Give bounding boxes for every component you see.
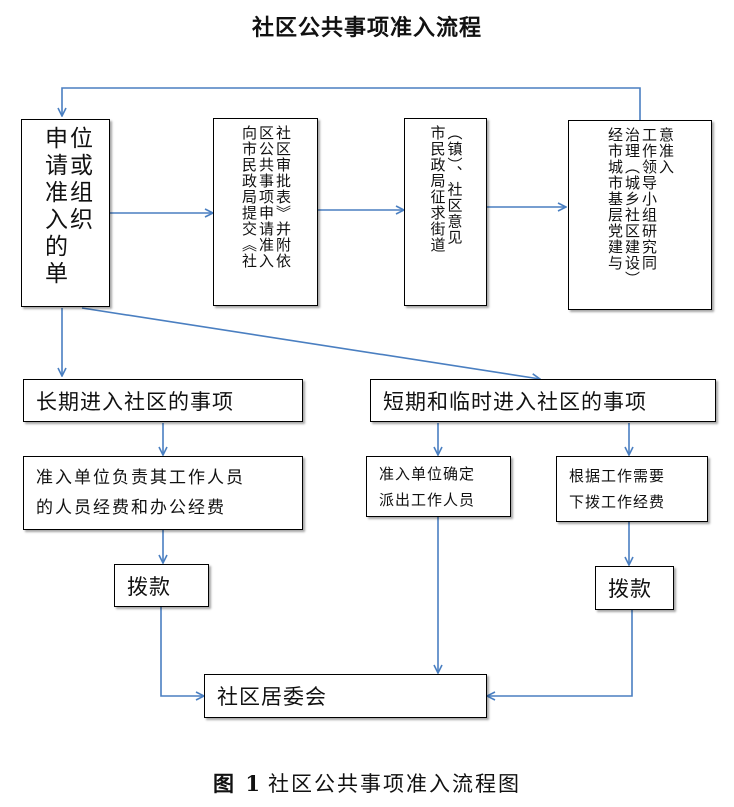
staff-line-1: 准入单位确定 (379, 464, 476, 483)
arrow-pay-left-to-committee (160, 607, 204, 696)
arrow-to-short-term (81, 307, 540, 379)
leadership-col-1: 意准入 (657, 127, 675, 175)
funds-line-1: 根据工作需要 (569, 467, 666, 485)
submit-col-3: 向市民政局提交《社 (240, 125, 258, 269)
box-community-committee: 社区居委会 (204, 674, 487, 718)
figure-number: 图 1 (213, 771, 262, 796)
consult-col-1: （镇）、社区意见 (445, 125, 464, 246)
long-bear-line-2: 的人员经费和办公经费 (36, 498, 226, 518)
payment-right-label: 拨款 (608, 577, 652, 601)
figure-caption-text: 社区公共事项准入流程图 (267, 772, 521, 796)
box-payment-right: 拨款 (595, 566, 674, 610)
box-long-term-items: 长期进入社区的事项 (23, 379, 303, 422)
consult-col-2: 市民政局征求街道 (428, 125, 447, 253)
box-short-term-items: 短期和临时进入社区的事项 (370, 379, 716, 422)
arrow-pay-right-to-committee (487, 610, 633, 696)
staff-line-2: 派出工作人员 (379, 490, 476, 509)
box-leadership-approval: 意准入 工作领导小组研究同 治理（城乡社区建设） 经市城市基层党建与 (568, 120, 712, 310)
funds-line-2: 下拨工作经费 (569, 493, 666, 511)
box-consult-opinion: （镇）、社区意见 市民政局征求街道 (404, 118, 487, 306)
arrow-loop-back (62, 87, 641, 120)
short-term-label: 短期和临时进入社区的事项 (383, 389, 647, 414)
box-assign-staff: 准入单位确定 派出工作人员 (366, 456, 511, 517)
leadership-col-2: 工作领导小组研究同 (640, 127, 658, 271)
box-submit-form: 社区审批表》并附依 区公共事项申请准入 向市民政局提交《社 (213, 118, 318, 306)
leadership-col-3: 治理（城乡社区建设） (623, 127, 641, 287)
leadership-col-4: 经市城市基层党建与 (606, 127, 624, 271)
submit-col-2: 区公共事项申请准入 (257, 125, 275, 269)
diagram-title: 社区公共事项准入流程 (251, 15, 482, 41)
long-term-label: 长期进入社区的事项 (36, 389, 234, 414)
box-long-term-funding: 准入单位负责其工作人员 的人员经费和办公经费 (23, 456, 303, 530)
applicant-col-2: 申请准入的单 (40, 126, 67, 288)
box-applicant: 位或组织 申请准入的单 (21, 119, 110, 307)
committee-label: 社区居委会 (217, 685, 327, 709)
payment-left-label: 拨款 (127, 574, 171, 599)
box-payment-left: 拨款 (114, 564, 209, 607)
applicant-col-1: 位或组织 (65, 126, 92, 234)
submit-col-1: 社区审批表》并附依 (274, 125, 292, 269)
long-bear-line-1: 准入单位负责其工作人员 (36, 468, 245, 488)
box-allocate-funds: 根据工作需要 下拨工作经费 (556, 456, 708, 522)
